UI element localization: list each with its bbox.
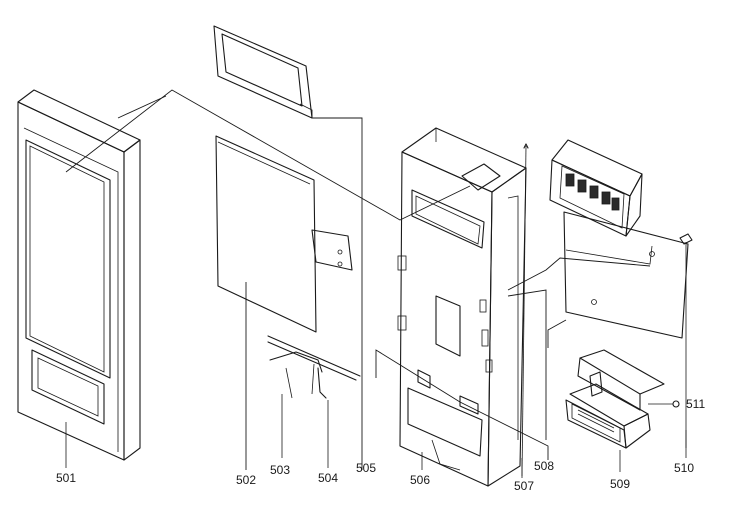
part-509-switch-assembly: [565, 349, 665, 449]
label-502: 502: [236, 473, 256, 487]
part-503-504-latch: [267, 335, 361, 399]
label-505: 505: [356, 461, 376, 475]
label-504: 504: [318, 471, 338, 485]
label-509: 509: [610, 477, 630, 491]
label-506: 506: [410, 473, 430, 487]
assembly-guide-lines: [65, 89, 651, 470]
part-508-mounting-plate: [563, 211, 689, 339]
part-510-screw: [679, 233, 693, 448]
part-labels: 501 502 503 504 505 506 507 508 509 510 …: [56, 397, 705, 493]
top-window-panel: [213, 25, 313, 119]
label-503: 503: [270, 463, 290, 477]
label-510: 510: [674, 461, 694, 475]
part-506-main-bracket: [397, 127, 527, 487]
part-507-rod: [521, 143, 529, 477]
part-502-shield-plate: [215, 135, 353, 333]
label-511: 511: [686, 397, 705, 411]
control-panel-housing: [549, 139, 643, 237]
label-507: 507: [514, 479, 534, 493]
label-501: 501: [56, 471, 76, 485]
label-leaders: [65, 394, 687, 478]
part-501-door-frame: [17, 89, 141, 461]
part-511-screw: [648, 400, 680, 408]
label-508: 508: [534, 459, 554, 473]
